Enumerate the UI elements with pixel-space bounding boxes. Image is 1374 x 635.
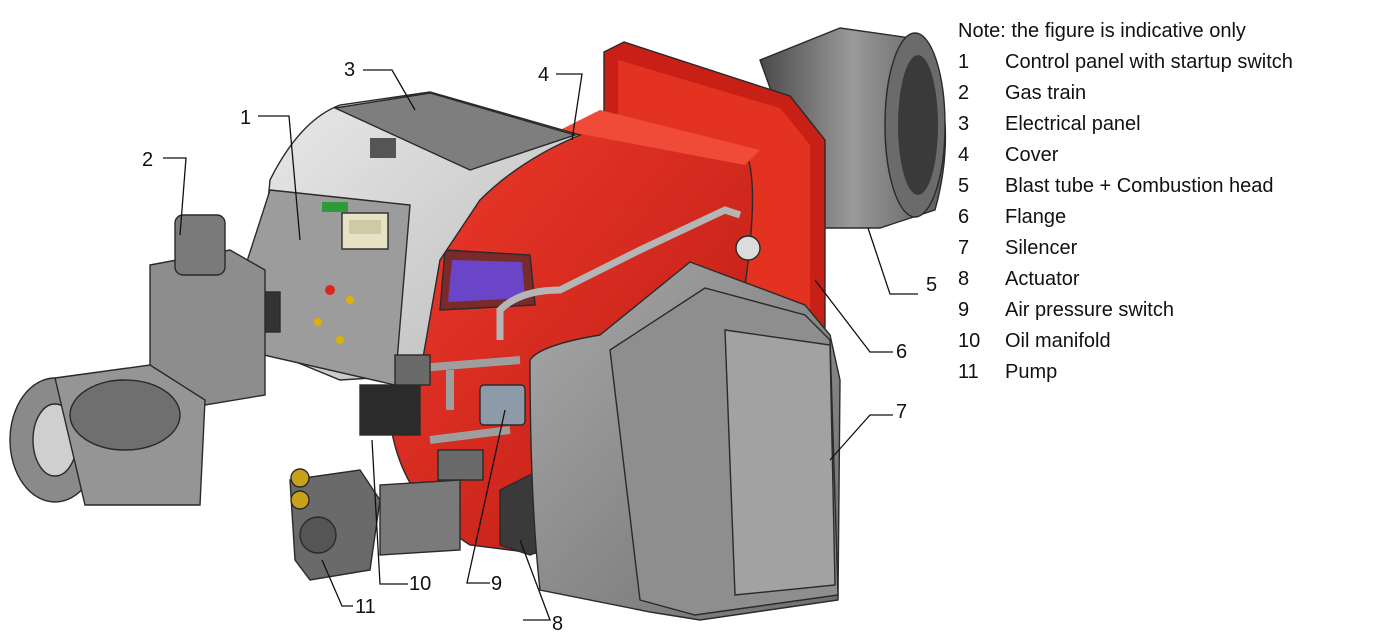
- callout-6: 6: [896, 341, 907, 363]
- legend-item-label: Flange: [1005, 206, 1067, 228]
- legend-item-number: 10: [958, 330, 981, 352]
- legend-item: 10 Oil manifold: [958, 330, 1368, 352]
- legend-item-label: Gas train: [1005, 82, 1087, 104]
- legend-note: Note: the figure is indicative only: [958, 20, 1246, 42]
- callout-5: 5: [926, 274, 937, 296]
- legend: Note: the figure is indicative only 1 Con…: [958, 20, 1368, 392]
- callout-1: 1: [240, 107, 251, 129]
- legend-item-label: Cover: [1005, 144, 1059, 166]
- callout-9: 9: [491, 573, 502, 595]
- control-panel: [219, 189, 411, 386]
- legend-item-number: 2: [958, 82, 970, 104]
- leader-lines: [163, 69, 918, 621]
- legend-item-number: 8: [958, 268, 970, 290]
- legend-item-label: Actuator: [1005, 268, 1080, 290]
- gas-train: [9, 214, 266, 506]
- callout-2: 2: [142, 149, 153, 171]
- callout-numbers: 1 2 3 4 5 6 7 8 9 10 11: [142, 59, 937, 635]
- legend-item: 4 Cover: [958, 144, 1368, 166]
- oil-manifold: [359, 354, 521, 481]
- legend-item-number: 7: [958, 237, 970, 259]
- legend-item-label: Air pressure switch: [1005, 299, 1174, 321]
- callout-8: 8: [552, 613, 563, 635]
- legend-item: 3 Electrical panel: [958, 113, 1368, 135]
- legend-item-number: 4: [958, 144, 970, 166]
- pump: [289, 468, 461, 581]
- legend-item: 9 Air pressure switch: [958, 299, 1368, 321]
- callout-10: 10: [409, 573, 431, 595]
- callout-3: 3: [344, 59, 355, 81]
- callout-11: 11: [355, 596, 376, 618]
- legend-item-label: Blast tube + Combustion head: [1005, 175, 1274, 197]
- legend-item: 1 Control panel with startup switch: [958, 51, 1368, 73]
- legend-item-number: 5: [958, 175, 970, 197]
- legend-item: 7 Silencer: [958, 237, 1368, 259]
- silencer: [529, 261, 841, 621]
- legend-item: 11 Pump: [958, 361, 1368, 383]
- callout-7: 7: [896, 401, 907, 423]
- legend-item-label: Control panel with startup switch: [1005, 51, 1293, 73]
- legend-item-number: 9: [958, 299, 970, 321]
- legend-item-label: Oil manifold: [1005, 330, 1111, 352]
- legend-item-label: Electrical panel: [1005, 113, 1141, 135]
- legend-item-number: 3: [958, 113, 970, 135]
- legend-item: 5 Blast tube + Combustion head: [958, 175, 1368, 197]
- air-pipes: [496, 206, 761, 340]
- legend-item-number: 1: [958, 51, 970, 73]
- burner-diagram: 1 2 3 4 5 6 7 8 9 10 11: [9, 27, 947, 635]
- legend-item-label: Pump: [1005, 361, 1058, 383]
- legend-item: 6 Flange: [958, 206, 1368, 228]
- legend-item: 2 Gas train: [958, 82, 1368, 104]
- legend-item-label: Silencer: [1005, 237, 1078, 259]
- legend-item-number: 6: [958, 206, 970, 228]
- callout-4: 4: [538, 64, 549, 86]
- legend-item-number: 11: [958, 361, 979, 383]
- air-pressure-switch: [479, 384, 526, 426]
- legend-item: 8 Actuator: [958, 268, 1368, 290]
